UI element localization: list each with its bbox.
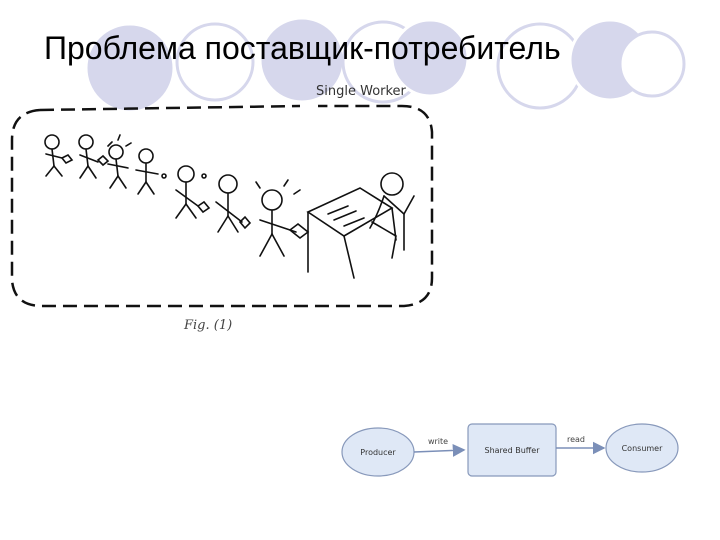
figure-label: Single Worker [316, 84, 406, 99]
stick-figure-4 [135, 148, 167, 195]
read-label: read [567, 435, 585, 444]
figure-caption: Fig. (1) [184, 318, 233, 333]
stick-figure-1 [44, 134, 74, 177]
producer-label: Producer [360, 448, 396, 457]
worker-figure [369, 172, 415, 259]
write-label: write [428, 437, 448, 446]
stick-figure-2 [78, 134, 110, 179]
desk [306, 187, 397, 279]
producer-node: Producer [341, 427, 415, 477]
shared-buffer-node: Shared Buffer [467, 423, 557, 477]
shared-buffer-label: Shared Buffer [485, 446, 541, 455]
stick-figure-3 [107, 134, 132, 189]
stick-figure-5 [175, 165, 211, 219]
slide-title: Проблема поставщик-потребитель [44, 30, 561, 66]
read-edge: read [556, 435, 606, 455]
dashed-frame [10, 104, 434, 308]
consumer-label: Consumer [622, 444, 664, 453]
consumer-node: Consumer [605, 423, 679, 473]
stick-figure-6 [215, 174, 252, 233]
write-edge: write [413, 437, 466, 457]
